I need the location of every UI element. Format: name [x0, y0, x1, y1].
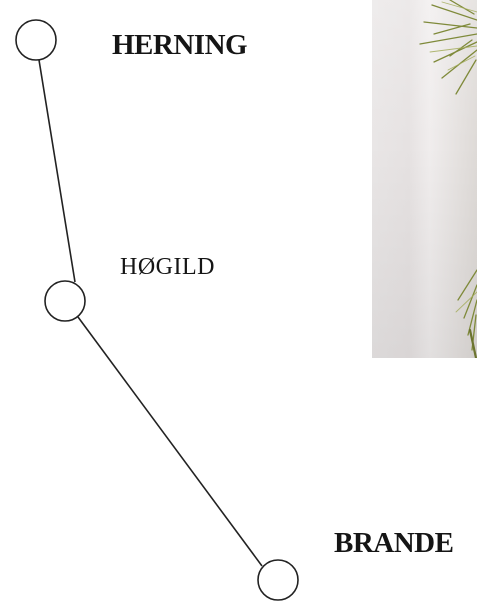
- station-node-brande[interactable]: [258, 560, 298, 600]
- station-label-hogild: HØGILD: [120, 255, 215, 279]
- station-label-herning: HERNING: [112, 31, 247, 60]
- station-label-brande: BRANDE: [334, 529, 453, 558]
- route-segment-herning-hogild: [39, 60, 75, 282]
- station-node-herning[interactable]: [16, 20, 56, 60]
- route-segment-hogild-brande: [78, 317, 262, 566]
- station-node-hogild[interactable]: [45, 281, 85, 321]
